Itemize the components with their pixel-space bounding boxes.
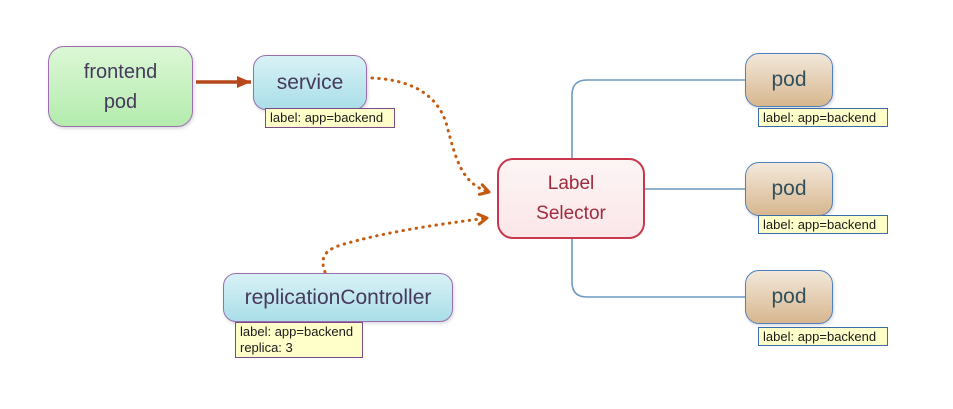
pod-1-tag: label: app=backend xyxy=(758,108,888,127)
replication-controller-tag: label: app=backend replica: 3 xyxy=(235,322,363,358)
node-pod-2: pod xyxy=(745,162,833,216)
label-selector-line1: Label xyxy=(547,172,595,194)
pod-1-label: pod xyxy=(771,68,807,91)
node-pod-1: pod xyxy=(745,53,833,107)
service-selector-tag: label: app=backend xyxy=(265,108,395,128)
connector-selector-to-pod3 xyxy=(571,239,745,298)
pod-3-tag: label: app=backend xyxy=(758,327,888,346)
node-service: service xyxy=(253,55,367,110)
connector-selector-to-pod1 xyxy=(571,79,745,158)
pod-2-label: pod xyxy=(771,177,807,200)
service-label: service xyxy=(276,70,344,94)
rc-tag-line1: label: app=backend xyxy=(240,324,354,339)
pod-2-tag: label: app=backend xyxy=(758,215,888,234)
arrow-rc-to-selector xyxy=(321,212,489,274)
pod-3-label: pod xyxy=(771,285,807,308)
rc-tag-line2: replica: 3 xyxy=(240,340,293,355)
frontend-pod-label-line1: frontend xyxy=(83,60,158,83)
arrow-service-to-selector xyxy=(370,76,491,196)
node-pod-3: pod xyxy=(745,270,833,324)
node-label-selector: Label Selector xyxy=(497,158,645,239)
label-selector-line2: Selector xyxy=(536,202,606,224)
frontend-pod-label-line2: pod xyxy=(103,90,138,113)
replication-controller-label: replicationController xyxy=(244,285,432,309)
node-frontend-pod: frontend pod xyxy=(48,46,193,127)
node-replication-controller: replicationController xyxy=(223,273,453,322)
